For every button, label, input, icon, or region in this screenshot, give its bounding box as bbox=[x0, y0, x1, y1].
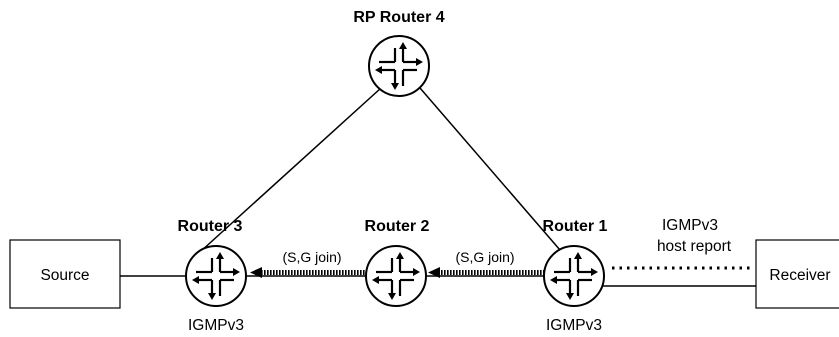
join-label-r1-r2: (S,G join) bbox=[455, 249, 514, 265]
host-report-line1: IGMPv3 bbox=[662, 217, 718, 234]
join-label-r2-r3: (S,G join) bbox=[282, 249, 341, 265]
receiver-box bbox=[755, 239, 839, 309]
router-icon-rp bbox=[367, 34, 431, 98]
router-icon-r1 bbox=[542, 244, 606, 308]
router-icon-r3 bbox=[184, 244, 248, 308]
router2-label: Router 2 bbox=[365, 218, 430, 235]
host-report-line2: host report bbox=[657, 238, 732, 255]
router3-igmp-note: IGMPv3 bbox=[188, 317, 244, 334]
join-arrow-r1-r2 bbox=[428, 267, 546, 278]
router-icon-r2 bbox=[364, 244, 428, 308]
router1-label: Router 1 bbox=[543, 218, 608, 235]
rp-router-label: RP Router 4 bbox=[353, 9, 444, 26]
source-label: Source bbox=[40, 267, 89, 284]
router3-label: Router 3 bbox=[178, 218, 243, 235]
link-rp-r1 bbox=[419, 87, 561, 251]
router1-igmp-note: IGMPv3 bbox=[546, 317, 602, 334]
link-rp-r3 bbox=[199, 87, 382, 253]
receiver-label: Receiver bbox=[769, 267, 830, 284]
source-box bbox=[9, 239, 121, 309]
join-arrow-r2-r3 bbox=[250, 267, 366, 278]
